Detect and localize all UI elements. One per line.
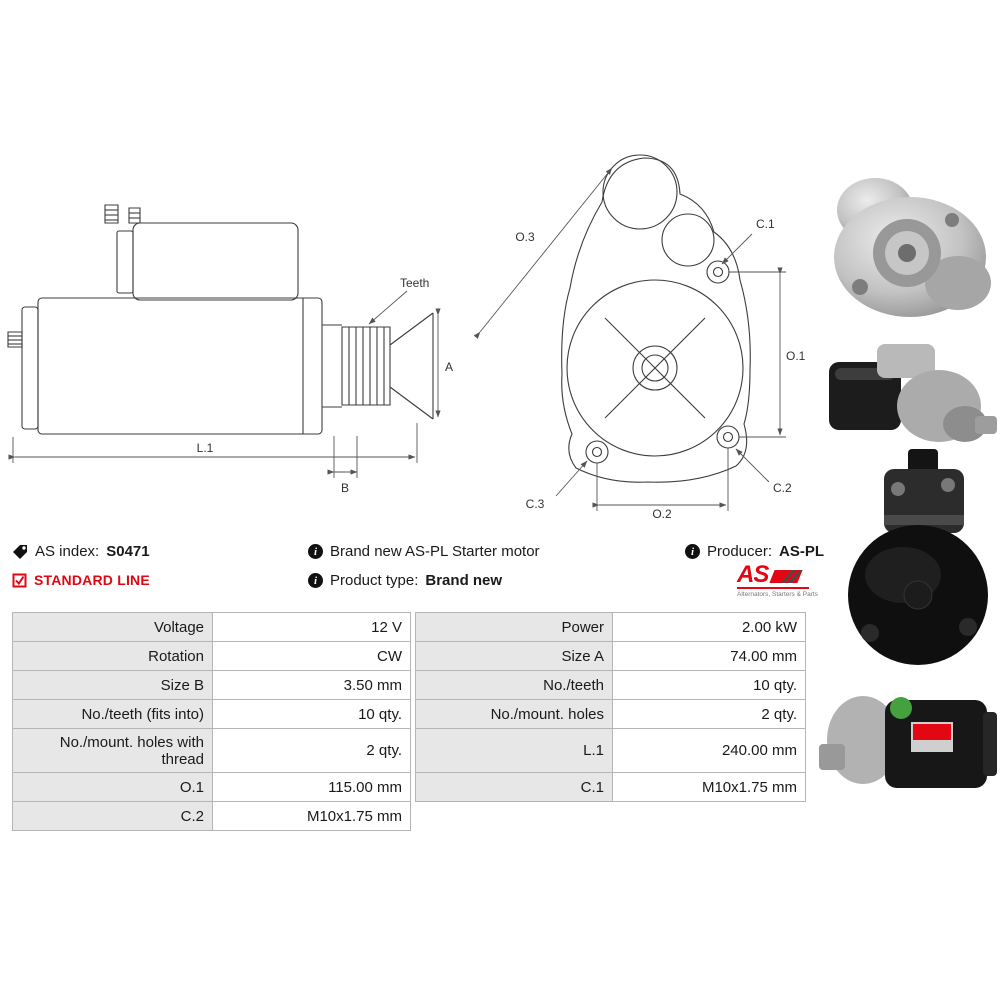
- table-row: Voltage 12 V: [12, 612, 411, 642]
- as-pl-logo-text: AS: [737, 561, 769, 588]
- info-icon: i: [308, 573, 323, 588]
- spec-label: No./mount. holes with thread: [12, 728, 213, 773]
- table-row: Power 2.00 kW: [415, 612, 806, 642]
- as-pl-logo-flag-icon: [769, 570, 803, 583]
- product-photo-rear: [848, 449, 988, 665]
- info-icon: i: [685, 544, 700, 559]
- table-row: No./teeth 10 qty.: [415, 670, 806, 700]
- tag-icon: [13, 544, 27, 559]
- spec-value: 2 qty.: [212, 728, 411, 773]
- standard-line-row: STANDARD LINE: [12, 572, 150, 588]
- dim-label-o1: O.1: [786, 349, 806, 363]
- as-index-value: S0471: [106, 543, 150, 560]
- spec-label: Size B: [12, 670, 213, 700]
- spec-label: No./mount. holes: [415, 699, 613, 729]
- product-photo-front-angle: [834, 178, 991, 317]
- product-type-label: Product type:: [330, 572, 419, 589]
- brand-new-text: Brand new AS-PL Starter motor: [330, 543, 540, 560]
- table-row: No./mount. holes with thread 2 qty.: [12, 728, 411, 773]
- table-row: C.2 M10x1.75 mm: [12, 801, 411, 831]
- spec-value: 3.50 mm: [212, 670, 411, 700]
- spec-label: Rotation: [12, 641, 213, 671]
- spec-value: 240.00 mm: [612, 728, 806, 773]
- table-row: Rotation CW: [12, 641, 411, 671]
- spec-label: Size A: [415, 641, 613, 671]
- dim-label-a: A: [445, 360, 453, 374]
- standard-line-label: STANDARD LINE: [34, 572, 150, 588]
- product-type-row: i Product type: Brand new: [308, 572, 502, 589]
- table-row: Size A 74.00 mm: [415, 641, 806, 671]
- spec-value: 115.00 mm: [212, 772, 411, 802]
- spec-table-right: Power 2.00 kW Size A 74.00 mm No./teeth …: [415, 612, 806, 802]
- producer-row: i Producer: AS-PL: [685, 543, 824, 560]
- as-pl-logo-tagline: Alternators, Starters & Parts: [737, 591, 818, 598]
- spec-value: 74.00 mm: [612, 641, 806, 671]
- as-pl-logo: AS Alternators, Starters & Parts: [737, 561, 818, 598]
- as-index-label: AS index:: [35, 543, 100, 560]
- checkbox-icon: [12, 573, 27, 587]
- spec-value: CW: [212, 641, 411, 671]
- table-row: No./mount. holes 2 qty.: [415, 699, 806, 729]
- table-row: L.1 240.00 mm: [415, 728, 806, 773]
- spec-value: 12 V: [212, 612, 411, 642]
- dim-label-teeth: Teeth: [400, 276, 429, 290]
- dim-label-b: B: [341, 481, 349, 495]
- spec-value: 2.00 kW: [612, 612, 806, 642]
- spec-value: M10x1.75 mm: [612, 772, 806, 802]
- spec-label: Voltage: [12, 612, 213, 642]
- spec-value: M10x1.75 mm: [212, 801, 411, 831]
- table-row: No./teeth (fits into) 10 qty.: [12, 699, 411, 729]
- spec-label: No./teeth (fits into): [12, 699, 213, 729]
- table-row: O.1 115.00 mm: [12, 772, 411, 802]
- product-type-value: Brand new: [425, 572, 503, 589]
- dim-label-l1: L.1: [197, 441, 214, 455]
- spec-label: No./teeth: [415, 670, 613, 700]
- spec-value: 10 qty.: [212, 699, 411, 729]
- table-row: C.1 M10x1.75 mm: [415, 772, 806, 802]
- side-view-drawing: Teeth A L.1 B: [5, 195, 453, 495]
- spec-value: 2 qty.: [612, 699, 806, 729]
- dim-label-c2: C.2: [773, 481, 792, 495]
- spec-value: 10 qty.: [612, 670, 806, 700]
- dim-label-o3: O.3: [515, 230, 535, 244]
- dim-label-c3: C.3: [526, 497, 545, 511]
- dim-label-c1: C.1: [756, 217, 775, 231]
- info-icon: i: [308, 544, 323, 559]
- spec-label: Power: [415, 612, 613, 642]
- table-row: Size B 3.50 mm: [12, 670, 411, 700]
- spec-label: L.1: [415, 728, 613, 773]
- product-photo-side-label: [819, 696, 997, 788]
- spec-label: O.1: [12, 772, 213, 802]
- producer-label: Producer:: [707, 543, 773, 560]
- as-index-row: AS index: S0471: [12, 543, 150, 560]
- front-view-drawing: O.3 C.1 O.1 O.2 C.2 C.3: [473, 152, 806, 521]
- producer-value: AS-PL: [779, 543, 825, 560]
- dim-label-o2: O.2: [652, 507, 672, 521]
- spec-label: C.2: [12, 801, 213, 831]
- as-pl-logo-underline: [737, 587, 809, 589]
- spec-label: C.1: [415, 772, 613, 802]
- spec-table-left: Voltage 12 V Rotation CW Size B 3.50 mm …: [12, 612, 411, 831]
- product-photo-side: [829, 344, 997, 442]
- brand-new-row: i Brand new AS-PL Starter motor: [308, 543, 540, 560]
